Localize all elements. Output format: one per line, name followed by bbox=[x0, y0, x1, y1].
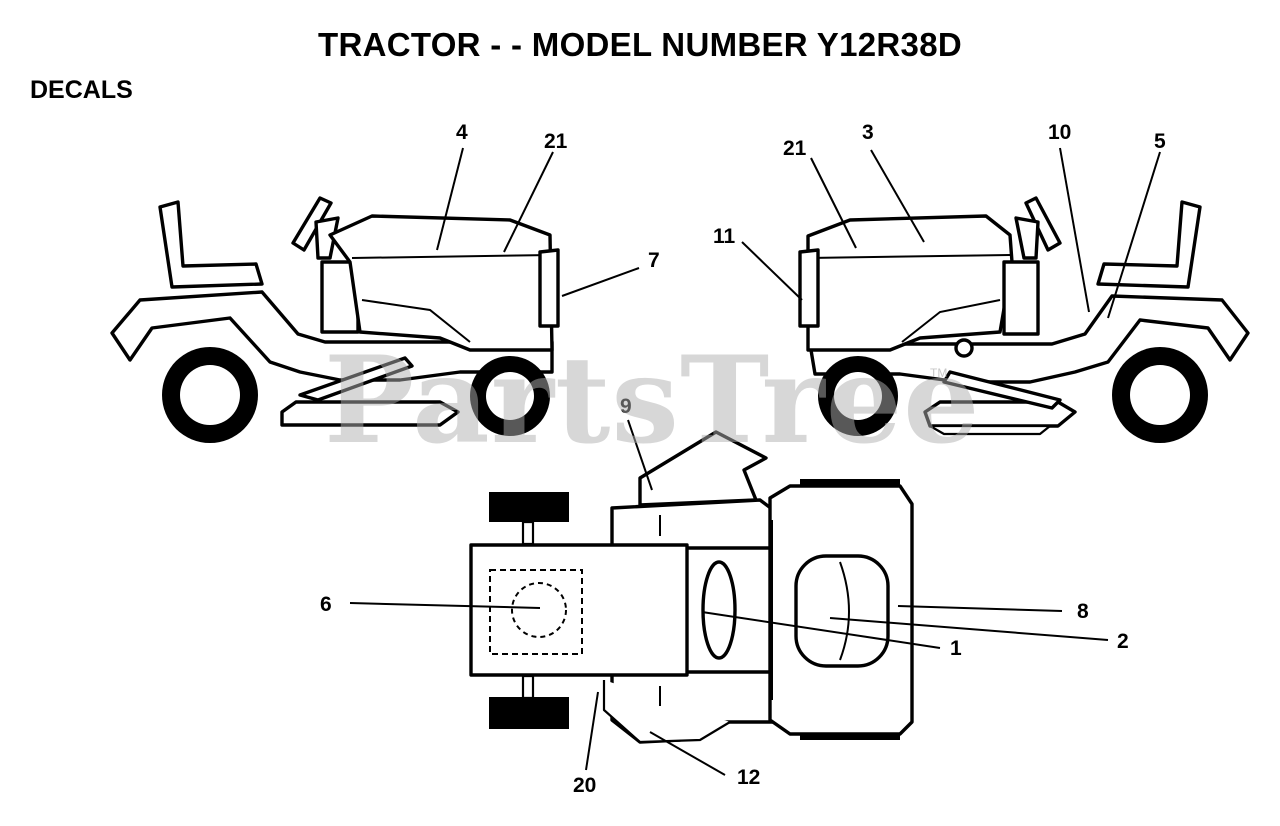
seat-top bbox=[794, 554, 890, 668]
callout-2: 2 bbox=[1117, 630, 1129, 653]
tractor-body bbox=[110, 290, 554, 382]
hood bbox=[328, 214, 554, 352]
callout-9: 9 bbox=[620, 395, 632, 418]
tractor-top-view bbox=[469, 430, 914, 744]
front-wheel-top bbox=[489, 492, 569, 522]
callout-7: 7 bbox=[648, 249, 660, 272]
callout-11: 11 bbox=[713, 225, 736, 248]
callout-3: 3 bbox=[862, 121, 874, 144]
steering-column bbox=[314, 216, 340, 260]
steering-wheel-top bbox=[701, 560, 737, 660]
tractor-right-side-view bbox=[798, 196, 1250, 443]
callout-8: 8 bbox=[1077, 600, 1089, 623]
steering-wheel bbox=[291, 196, 333, 252]
callout-21-right: 21 bbox=[783, 137, 807, 160]
callout-1: 1 bbox=[950, 637, 962, 660]
callout-10: 10 bbox=[1048, 121, 1071, 144]
tractor-body-right bbox=[808, 294, 1250, 384]
mower-deck bbox=[280, 400, 460, 427]
hood-top bbox=[469, 543, 689, 677]
foot-pedal bbox=[298, 356, 414, 402]
section-heading: DECALS bbox=[30, 76, 133, 104]
grille-right bbox=[798, 248, 820, 328]
front-wheel-top-lower bbox=[489, 697, 569, 729]
steering-column-right bbox=[1014, 216, 1040, 260]
callout-12: 12 bbox=[737, 766, 760, 789]
callout-21-left: 21 bbox=[544, 130, 568, 153]
dash-panel-right bbox=[1002, 260, 1040, 336]
steering-wheel-right bbox=[1024, 196, 1062, 252]
page-title: TRACTOR - - MODEL NUMBER Y12R38D bbox=[317, 26, 962, 63]
foot-pedal-right bbox=[942, 370, 1062, 410]
callout-numbers: 4 21 7 21 3 10 5 11 9 6 8 1 2 20 12 bbox=[320, 121, 1166, 797]
tractor-left-side-view bbox=[110, 196, 560, 443]
seat bbox=[158, 200, 264, 289]
callout-6: 6 bbox=[320, 593, 332, 616]
watermark: PartsTree bbox=[324, 330, 981, 471]
callout-4: 4 bbox=[456, 121, 468, 144]
seat-right bbox=[1096, 200, 1202, 289]
callout-20: 20 bbox=[573, 774, 596, 797]
watermark-trademark: TM bbox=[930, 366, 948, 380]
dash-panel bbox=[320, 260, 360, 334]
grille bbox=[538, 248, 560, 328]
callout-5: 5 bbox=[1154, 130, 1166, 153]
leader-lines bbox=[349, 147, 1161, 776]
